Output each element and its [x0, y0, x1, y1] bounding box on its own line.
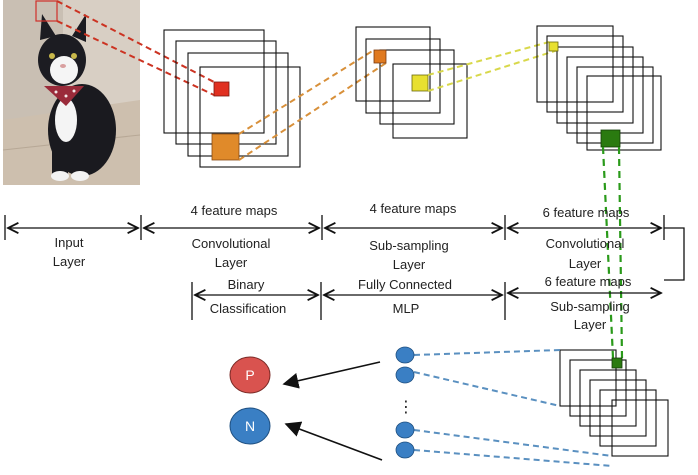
input-cat-image	[2, 0, 141, 185]
sub2-label-line1: Sub-sampling	[550, 299, 630, 314]
conv2-green-patch	[600, 129, 621, 148]
feature-maps-2-label: 4 feature maps	[370, 201, 457, 216]
output-negative-label: N	[245, 418, 255, 434]
feature-maps-3-label: 6 feature maps	[543, 205, 630, 220]
conv2-label-line2: Layer	[569, 256, 602, 271]
conv1-red-patch	[213, 81, 230, 97]
mlp-to-negative-arrow	[284, 421, 383, 461]
fully-connected-label: Fully Connected	[358, 277, 452, 292]
mlp-node	[395, 346, 415, 364]
sub1-label-line2: Layer	[393, 257, 426, 272]
feature-maps-4-label: 6 feature maps	[545, 274, 632, 289]
sub2-feature-map-stack	[559, 349, 669, 457]
mlp-node	[395, 441, 415, 459]
output-positive-node: P	[229, 356, 271, 394]
conv1-label-line1: Convolutional	[192, 236, 271, 251]
mlp-to-sub2-connectors	[413, 349, 613, 467]
sub2-green-patch	[611, 357, 623, 369]
sub1-orange-patch	[373, 49, 387, 64]
top-layer-bar	[4, 215, 685, 281]
feature-maps-1-label: 4 feature maps	[191, 203, 278, 218]
output-positive-label: P	[245, 367, 254, 383]
mlp-nodes	[395, 346, 415, 459]
input-layer-label-line1: Input	[55, 235, 84, 250]
sub1-label-line1: Sub-sampling	[369, 238, 449, 253]
bottom-layer-bar	[191, 282, 661, 320]
sub2-label-line2: Layer	[574, 317, 607, 332]
sub1-yellow-patch	[411, 74, 429, 92]
sub1-feature-map-stack	[355, 26, 468, 139]
binary-label-line1: Binary	[228, 277, 265, 292]
sub1-to-conv2-connectors	[427, 41, 559, 92]
conv1-to-sub1-connectors	[238, 49, 387, 161]
mlp-to-positive-arrow	[282, 361, 381, 389]
output-negative-node: N	[229, 407, 271, 445]
conv2-label-line1: Convolutional	[546, 236, 625, 251]
conv1-orange-patch	[211, 133, 240, 161]
binary-label-line2: Classification	[210, 301, 287, 316]
mlp-ellipsis: ⋮	[398, 397, 414, 416]
conv1-label-line2: Layer	[215, 255, 248, 270]
conv2-yellow-patch	[548, 41, 559, 52]
mlp-node	[395, 421, 415, 439]
mlp-node	[395, 366, 415, 384]
mlp-label: MLP	[393, 301, 420, 316]
input-layer-label-line2: Layer	[53, 254, 86, 269]
